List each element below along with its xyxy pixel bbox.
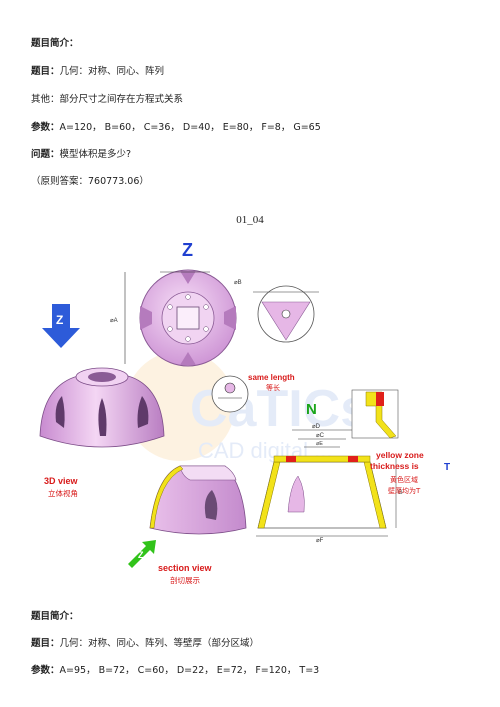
question-text: 模型体积是多少? xyxy=(59,149,132,160)
dim-c-label: ⌀C xyxy=(316,433,325,439)
intro-heading-2: 题目简介： xyxy=(31,611,79,622)
bowl-window-3 xyxy=(137,396,149,428)
bowl-window-2 xyxy=(98,398,107,436)
same-length-circle xyxy=(211,375,249,413)
other-text: 部分尺寸之间存在方程式关系 xyxy=(59,94,184,105)
section-top xyxy=(179,465,237,481)
detail-wedge xyxy=(261,301,311,341)
question-line: 问题：模型体积是多少? xyxy=(31,149,131,161)
same-length-cn: 等长 xyxy=(266,383,280,392)
section-yellow-wall xyxy=(149,465,184,529)
bolt-hole xyxy=(167,304,173,310)
topic-label-2: 题目： xyxy=(31,638,60,649)
other-label: 其他： xyxy=(31,94,60,105)
cad-figure: CaTICs CAD digital ... Z ⌀A ⌀B xyxy=(39,240,450,585)
blue-arrow-shape xyxy=(42,304,80,348)
window-bottom xyxy=(180,352,196,365)
topic-line: 题目：几何：对称、同心、阵列 xyxy=(31,66,164,78)
wall-detail xyxy=(351,389,399,439)
topic-line-2: 题目：几何：对称、同心、阵列、等壁厚（部分区域） xyxy=(31,638,259,650)
params-text: A=120， B=60， C=36， D=40， E=80， F=8， G=65 xyxy=(59,122,321,133)
window-right xyxy=(224,306,236,330)
bowl-top-opening xyxy=(88,372,116,382)
axis-n-label: N xyxy=(306,401,317,418)
green-view-arrow: Z xyxy=(128,540,156,568)
yellow-cn-2: 壁厚均为T xyxy=(388,486,421,495)
wall-detail-red xyxy=(376,392,384,406)
topic-text-2: 几何：对称、同心、阵列、等壁厚（部分区域） xyxy=(59,638,260,649)
bolt-holes xyxy=(167,294,209,342)
dim-b-label: ⌀B xyxy=(234,280,242,286)
dim-d-label: ⌀D xyxy=(312,424,321,430)
section-view: section view 剖切展示 xyxy=(149,465,247,585)
view-3d: 3D view 立体视角 xyxy=(39,367,165,498)
topic-text: 几何：对称、同心、阵列 xyxy=(59,66,165,77)
answer-line: （原则答案：760773.06） xyxy=(31,176,149,187)
top-view-square-hole xyxy=(176,306,200,330)
detail-circle-top xyxy=(253,285,319,343)
front-section-drawing: ⌀D ⌀C ⌀E ⌀F G xyxy=(256,424,403,544)
axis-z-label: Z xyxy=(182,240,193,260)
bolt-hole xyxy=(203,326,209,332)
yellow-cn-1: 黄色区域 xyxy=(390,475,418,484)
yellow-label-2: thickness is xyxy=(370,461,419,471)
green-arrow-shape xyxy=(128,540,156,568)
dim-g-label: G xyxy=(398,490,403,496)
params-label-2: 参数： xyxy=(31,665,60,676)
front-window xyxy=(287,475,305,513)
bolt-hole xyxy=(203,304,209,310)
section-en-label: section view xyxy=(158,563,213,573)
top-view: ⌀A ⌀B xyxy=(110,269,242,367)
dim-f-label: ⌀F xyxy=(316,538,324,544)
blue-arrow-z: Z xyxy=(56,313,63,327)
bowl-window-1 xyxy=(55,396,65,428)
intro-heading: 题目简介： xyxy=(31,38,79,49)
dim-a-label: ⌀A xyxy=(110,318,118,324)
bolt-hole xyxy=(185,336,191,342)
front-red-left xyxy=(286,456,296,462)
window-left xyxy=(140,306,152,330)
same-length-hole xyxy=(224,382,236,394)
same-length-en: same length xyxy=(248,373,295,382)
front-yellow-top xyxy=(273,455,371,463)
blue-view-arrow: Z xyxy=(42,304,80,348)
section-window xyxy=(204,490,218,520)
bolt-hole xyxy=(185,294,191,300)
same-length-detail: same length 等长 xyxy=(211,373,295,413)
dim-e-label: ⌀E xyxy=(316,441,323,447)
figure-title: 01_04 xyxy=(236,214,264,226)
topic-label: 题目： xyxy=(31,66,60,77)
yellow-label-t: T xyxy=(444,462,450,473)
yellow-label-1: yellow zone xyxy=(376,450,424,460)
params-label: 参数： xyxy=(31,122,60,133)
view3d-en-label: 3D view xyxy=(44,476,79,486)
other-line: 其他：部分尺寸之间存在方程式关系 xyxy=(31,94,183,106)
detail-hole xyxy=(281,309,291,319)
params-line: 参数：A=120， B=60， C=36， D=40， E=80， F=8， G… xyxy=(31,122,321,134)
green-arrow-z: Z xyxy=(138,550,144,560)
section-cn-label: 剖切展示 xyxy=(170,575,200,585)
params-line-2: 参数：A=95， B=72， C=60， D=22， E=72， F=120， … xyxy=(31,665,319,677)
front-red-right xyxy=(348,456,358,462)
window-top xyxy=(180,271,196,284)
bolt-hole xyxy=(167,326,173,332)
watermark: CaTICs CAD digital ... xyxy=(125,351,369,463)
view3d-cn-label: 立体视角 xyxy=(48,488,78,498)
yellow-zone-label: yellow zone thickness is T 黄色区域 壁厚均为T xyxy=(370,450,450,495)
question-label: 问题： xyxy=(31,149,60,160)
params-text-2: A=95， B=72， C=60， D=22， E=72， F=120， T=3 xyxy=(59,665,320,676)
